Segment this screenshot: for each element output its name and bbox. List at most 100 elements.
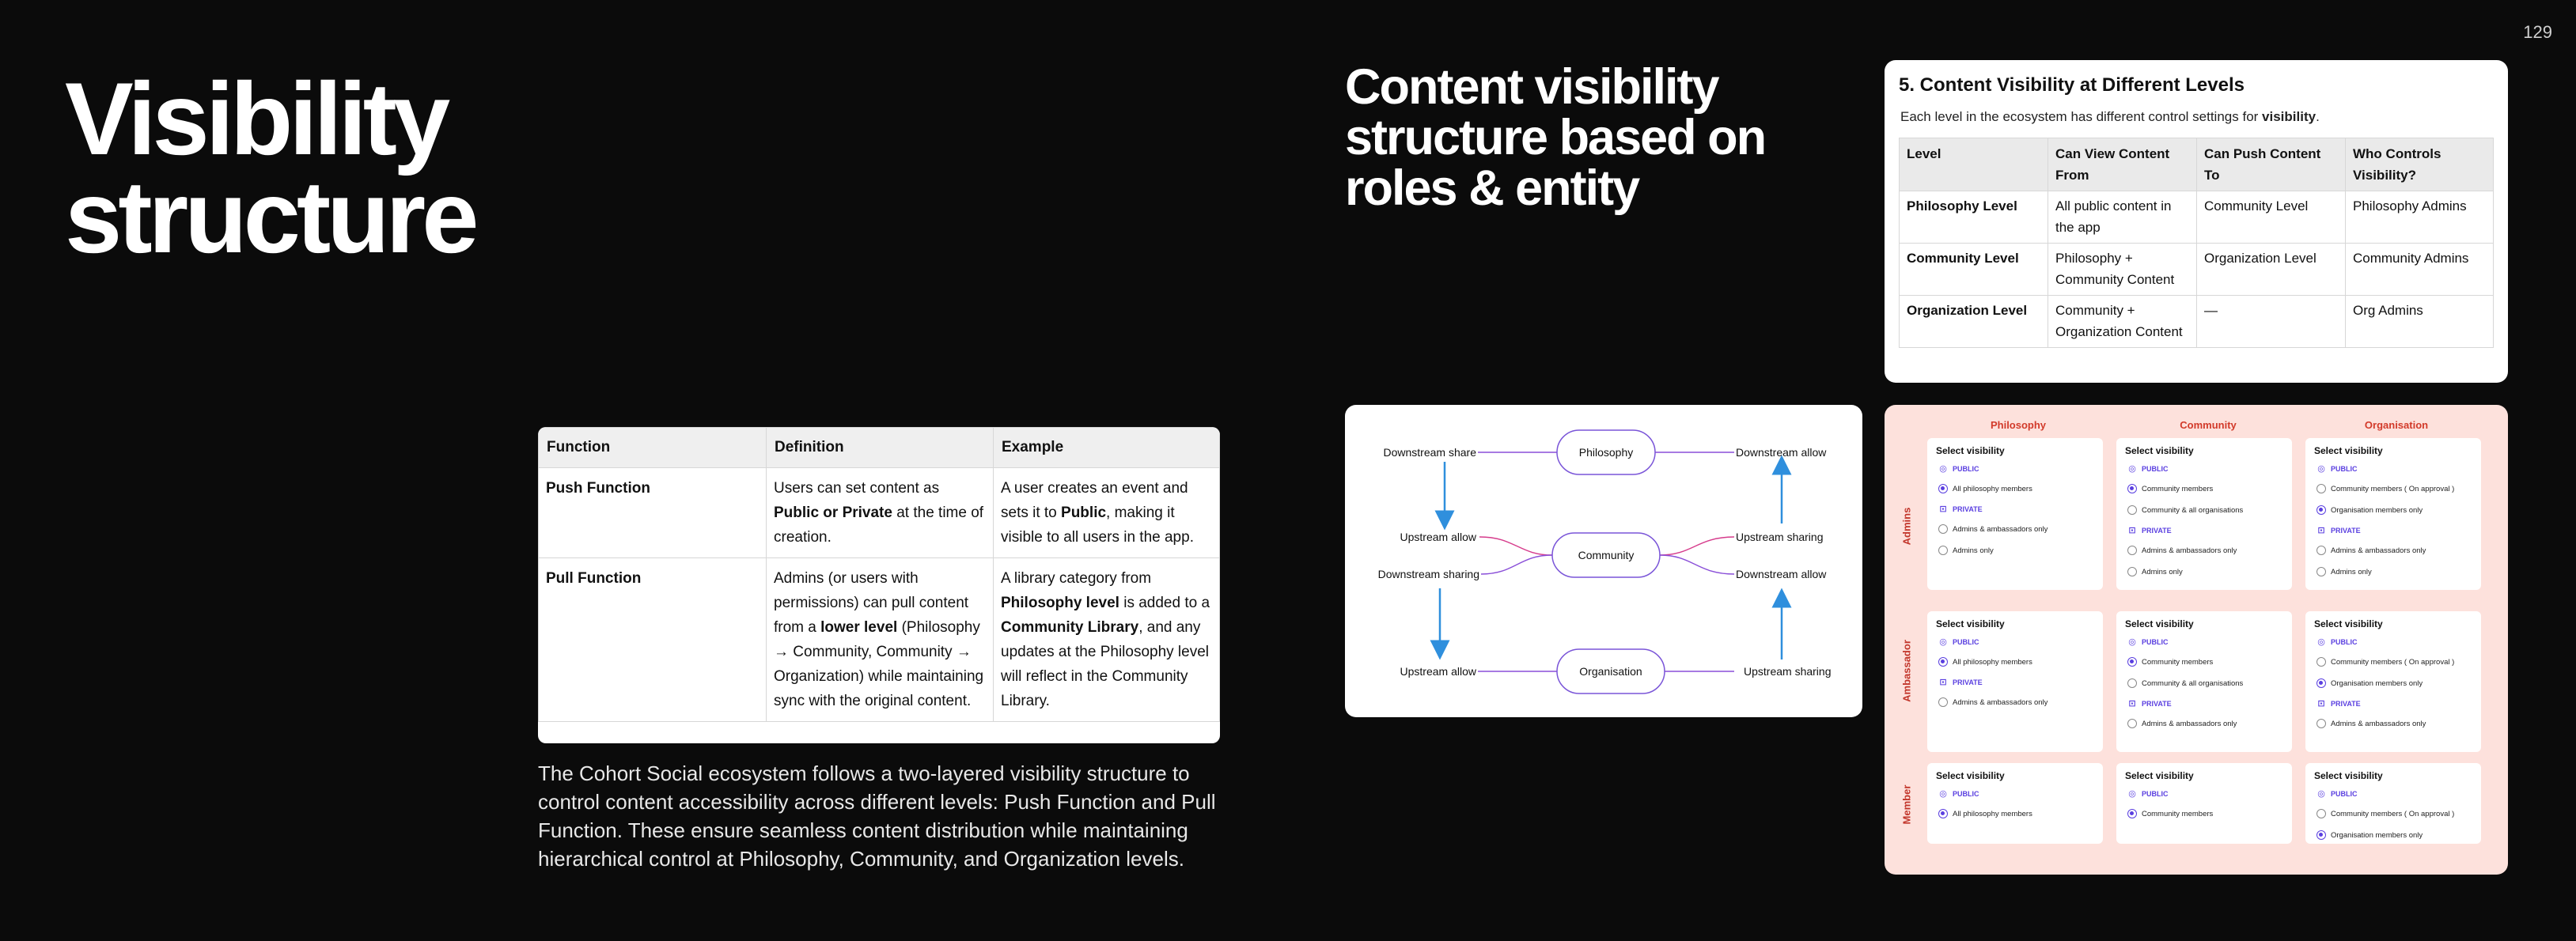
radio-selected-icon[interactable]: [2127, 657, 2137, 667]
text-bold: visibility: [2262, 109, 2317, 124]
page-title-line: structure: [65, 159, 479, 274]
radio-empty-icon[interactable]: [2127, 546, 2137, 555]
lock-icon: ⊡: [1939, 505, 1947, 514]
radio-empty-icon[interactable]: [2127, 567, 2137, 576]
panel-title: Select visibility: [1936, 618, 2005, 629]
group-label-text: PRIVATE: [1953, 505, 1983, 513]
visibility-option[interactable]: All philosophy members: [1938, 655, 2094, 669]
text-span: A user creates an event and sets it to: [1001, 480, 1188, 521]
radio-selected-icon[interactable]: [1938, 809, 1948, 818]
flow-label: Upstream allow: [1400, 531, 1477, 543]
text-bold: Philosophy level: [1001, 595, 1119, 611]
panel-title: Select visibility: [2314, 618, 2383, 629]
function-table: Function Definition Example Push Functio…: [538, 427, 1220, 743]
radio-empty-icon[interactable]: [1938, 546, 1948, 555]
visibility-option[interactable]: Community members ( On approval ): [2317, 482, 2472, 496]
node-philosophy: Philosophy: [1556, 429, 1656, 475]
panel-title: Select visibility: [2314, 770, 2383, 781]
radio-selected-icon[interactable]: [2317, 505, 2326, 515]
visibility-option[interactable]: All philosophy members: [1938, 482, 2094, 496]
radio-selected-icon[interactable]: [2317, 830, 2326, 840]
column-header: Example: [993, 427, 1220, 468]
globe-icon: ◎: [1939, 464, 1947, 474]
level-name: Community Level: [1907, 251, 2019, 266]
visibility-option[interactable]: All philosophy members: [1938, 807, 2094, 821]
description-paragraph: The Cohort Social ecosystem follows a tw…: [538, 761, 1216, 871]
visibility-option[interactable]: Community members ( On approval ): [2317, 807, 2472, 821]
visibility-option[interactable]: Admins & ambassadors only: [1938, 522, 2094, 536]
radio-empty-icon[interactable]: [2317, 809, 2326, 818]
column-header: Who Controls Visibility?: [2345, 138, 2494, 191]
visibility-option[interactable]: Community members: [2127, 482, 2283, 496]
connector-line: [1479, 536, 1553, 556]
text-bold: lower level: [820, 619, 898, 636]
radio-empty-icon[interactable]: [1938, 524, 1948, 534]
option-label: Admins & ambassadors only: [2142, 719, 2237, 728]
table-row: Community Level Philosophy + Community C…: [1899, 243, 2494, 296]
group-label-text: PUBLIC: [1953, 790, 1979, 798]
visibility-option[interactable]: Admins only: [2317, 565, 2472, 579]
text-span: (Philosophy → Community, Community → Org…: [774, 619, 984, 709]
option-label: Admins only: [1953, 546, 1994, 555]
option-label: Community members: [2142, 657, 2214, 667]
visibility-option[interactable]: Admins & ambassadors only: [2317, 543, 2472, 557]
node-label: Community: [1578, 549, 1635, 561]
section-title-line: Content visibility: [1345, 59, 1720, 115]
visibility-option[interactable]: Organisation members only: [2317, 828, 2472, 842]
group-label-text: PUBLIC: [2142, 465, 2169, 473]
visibility-option[interactable]: Organisation members only: [2317, 676, 2472, 690]
visibility-option[interactable]: Community & all organisations: [2127, 676, 2283, 690]
visibility-option[interactable]: Admins & ambassadors only: [2317, 716, 2472, 731]
radio-selected-icon[interactable]: [2317, 678, 2326, 688]
flow-arrows: [1430, 455, 1792, 660]
panel-title: Select visibility: [2125, 618, 2194, 629]
visibility-option[interactable]: Admins & ambassadors only: [1938, 695, 2094, 709]
option-label: Admins only: [2331, 567, 2372, 576]
visibility-group-label: ⊡PRIVATE: [2317, 524, 2472, 537]
radio-selected-icon[interactable]: [1938, 657, 1948, 667]
text-span: Admins (or users with permissions) can p…: [774, 570, 969, 636]
visibility-option[interactable]: Organisation members only: [2317, 503, 2472, 517]
visibility-option[interactable]: Community & all organisations: [2127, 503, 2283, 517]
group-label-text: PRIVATE: [1953, 678, 1983, 686]
panel-title: Select visibility: [2314, 445, 2383, 456]
radio-empty-icon[interactable]: [2317, 567, 2326, 576]
column-heading: Organisation: [2364, 419, 2429, 431]
table-cell: Philosophy + Community Content: [2048, 243, 2197, 296]
flow-label: Upstream sharing: [1736, 531, 1824, 543]
function-name: Pull Function: [546, 570, 642, 587]
visibility-option[interactable]: Admins & ambassadors only: [2127, 716, 2283, 731]
radio-empty-icon[interactable]: [1938, 697, 1948, 707]
visibility-group-label: ◎PUBLIC: [2127, 463, 2283, 475]
flow-label: Downstream share: [1384, 446, 1477, 459]
radio-empty-icon[interactable]: [2317, 657, 2326, 667]
visibility-option[interactable]: Community members ( On approval ): [2317, 655, 2472, 669]
node-label: Organisation: [1579, 665, 1642, 678]
visibility-option[interactable]: Admins only: [2127, 565, 2283, 579]
radio-empty-icon[interactable]: [2127, 719, 2137, 728]
radio-selected-icon[interactable]: [1938, 484, 1948, 493]
text-bold: Public or Private: [774, 505, 892, 521]
radio-empty-icon[interactable]: [2317, 546, 2326, 555]
radio-selected-icon[interactable]: [2127, 809, 2137, 818]
radio-empty-icon[interactable]: [2317, 484, 2326, 493]
radio-selected-icon[interactable]: [2127, 484, 2137, 493]
table-cell: Organization Level: [1899, 295, 2048, 348]
visibility-option[interactable]: Community members: [2127, 655, 2283, 669]
radio-empty-icon[interactable]: [2127, 505, 2137, 515]
row-heading: Member: [1900, 784, 1913, 825]
visibility-option[interactable]: Community members: [2127, 807, 2283, 821]
table-header-row: Function Definition Example: [538, 427, 1220, 468]
connector-line: [1659, 536, 1735, 556]
visibility-option[interactable]: Admins only: [1938, 543, 2094, 557]
function-name: Push Function: [546, 480, 650, 497]
visibility-group-label: ⊡PRIVATE: [2317, 697, 2472, 710]
radio-empty-icon[interactable]: [2127, 678, 2137, 688]
visibility-option[interactable]: Admins & ambassadors only: [2127, 543, 2283, 557]
radio-empty-icon[interactable]: [2317, 719, 2326, 728]
